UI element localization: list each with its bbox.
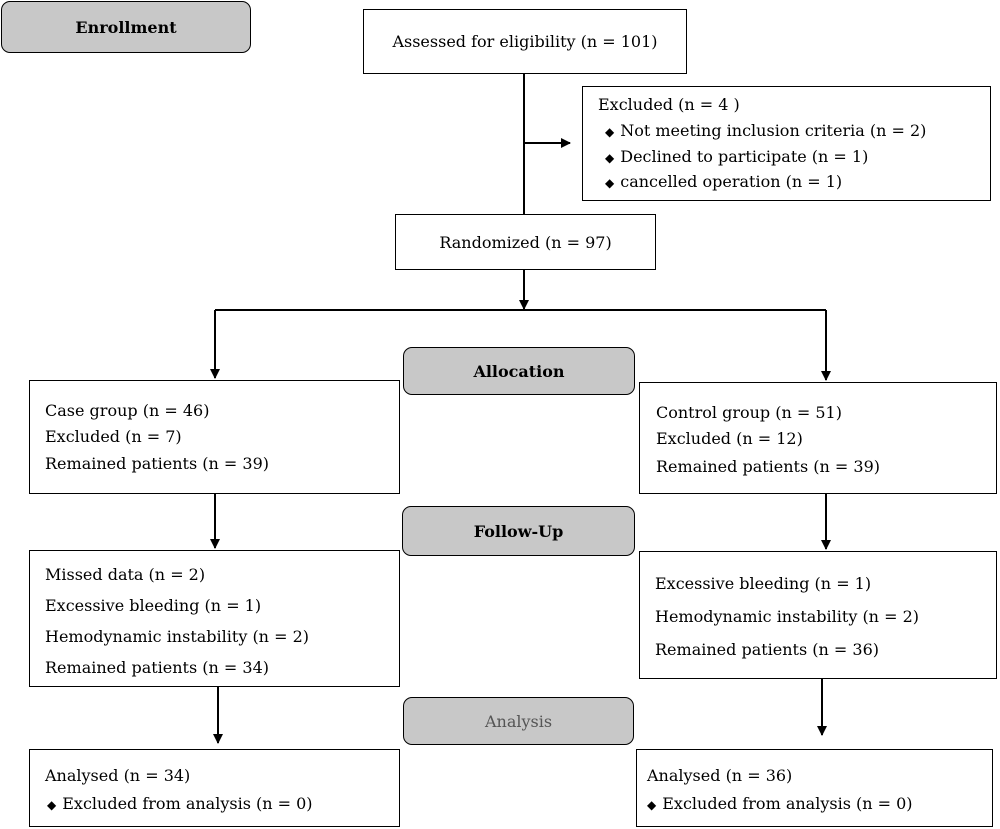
case-remained-count: Remained patients (n = 39): [45, 454, 269, 473]
case-allocation-box: Case group (n = 46) Excluded (n = 7) Rem…: [29, 380, 400, 494]
stage-allocation: Allocation: [403, 347, 635, 395]
case-excluded-count: Excluded (n = 7): [45, 427, 182, 446]
case-followup-item: Missed data (n = 2): [45, 565, 206, 584]
case-analysis-excluded: ◆Excluded from analysis (n = 0): [47, 794, 313, 813]
assessed-box: Assessed for eligibility (n = 101): [363, 9, 687, 74]
excluded-title: Excluded (n = 4 ): [598, 95, 740, 114]
randomized-box: Randomized (n = 97): [395, 214, 656, 270]
excluded-box: Excluded (n = 4 ) ◆Not meeting inclusion…: [582, 86, 991, 201]
diamond-icon: ◆: [605, 176, 615, 190]
control-remained-count: Remained patients (n = 39): [656, 457, 880, 476]
assessed-label: Assessed for eligibility (n = 101): [392, 32, 658, 51]
diamond-icon: ◆: [647, 798, 657, 812]
case-analysed-count: Analysed (n = 34): [45, 766, 191, 785]
case-analysis-box: Analysed (n = 34) ◆Excluded from analysi…: [29, 749, 400, 827]
control-analysis-box: Analysed (n = 36) ◆Excluded from analysi…: [636, 749, 993, 827]
case-followup-item: Hemodynamic instability (n = 2): [45, 627, 309, 646]
diamond-icon: ◆: [605, 151, 615, 165]
control-followup-item: Hemodynamic instability (n = 2): [655, 607, 919, 626]
case-group-count: Case group (n = 46): [45, 401, 210, 420]
control-followup-box: Excessive bleeding (n = 1) Hemodynamic i…: [639, 551, 997, 679]
control-group-count: Control group (n = 51): [656, 403, 842, 422]
control-followup-item: Remained patients (n = 36): [655, 640, 879, 659]
stage-follow-up: Follow-Up: [402, 506, 635, 556]
control-analysed-count: Analysed (n = 36): [647, 766, 793, 785]
control-followup-item: Excessive bleeding (n = 1): [655, 574, 872, 593]
excluded-item: ◆Not meeting inclusion criteria (n = 2): [605, 121, 927, 140]
excluded-item: ◆cancelled operation (n = 1): [605, 172, 843, 191]
case-followup-box: Missed data (n = 2) Excessive bleeding (…: [29, 550, 400, 687]
case-followup-item: Excessive bleeding (n = 1): [45, 596, 262, 615]
stage-analysis: Analysis: [403, 697, 634, 745]
control-analysis-excluded: ◆Excluded from analysis (n = 0): [647, 794, 913, 813]
stage-enrollment: Enrollment: [1, 1, 251, 53]
randomized-label: Randomized (n = 97): [439, 232, 612, 252]
diamond-icon: ◆: [47, 798, 57, 812]
control-allocation-box: Control group (n = 51) Excluded (n = 12)…: [639, 382, 997, 494]
diamond-icon: ◆: [605, 125, 615, 139]
excluded-item: ◆Declined to participate (n = 1): [605, 147, 869, 166]
case-followup-item: Remained patients (n = 34): [45, 658, 269, 677]
control-excluded-count: Excluded (n = 12): [656, 429, 803, 448]
